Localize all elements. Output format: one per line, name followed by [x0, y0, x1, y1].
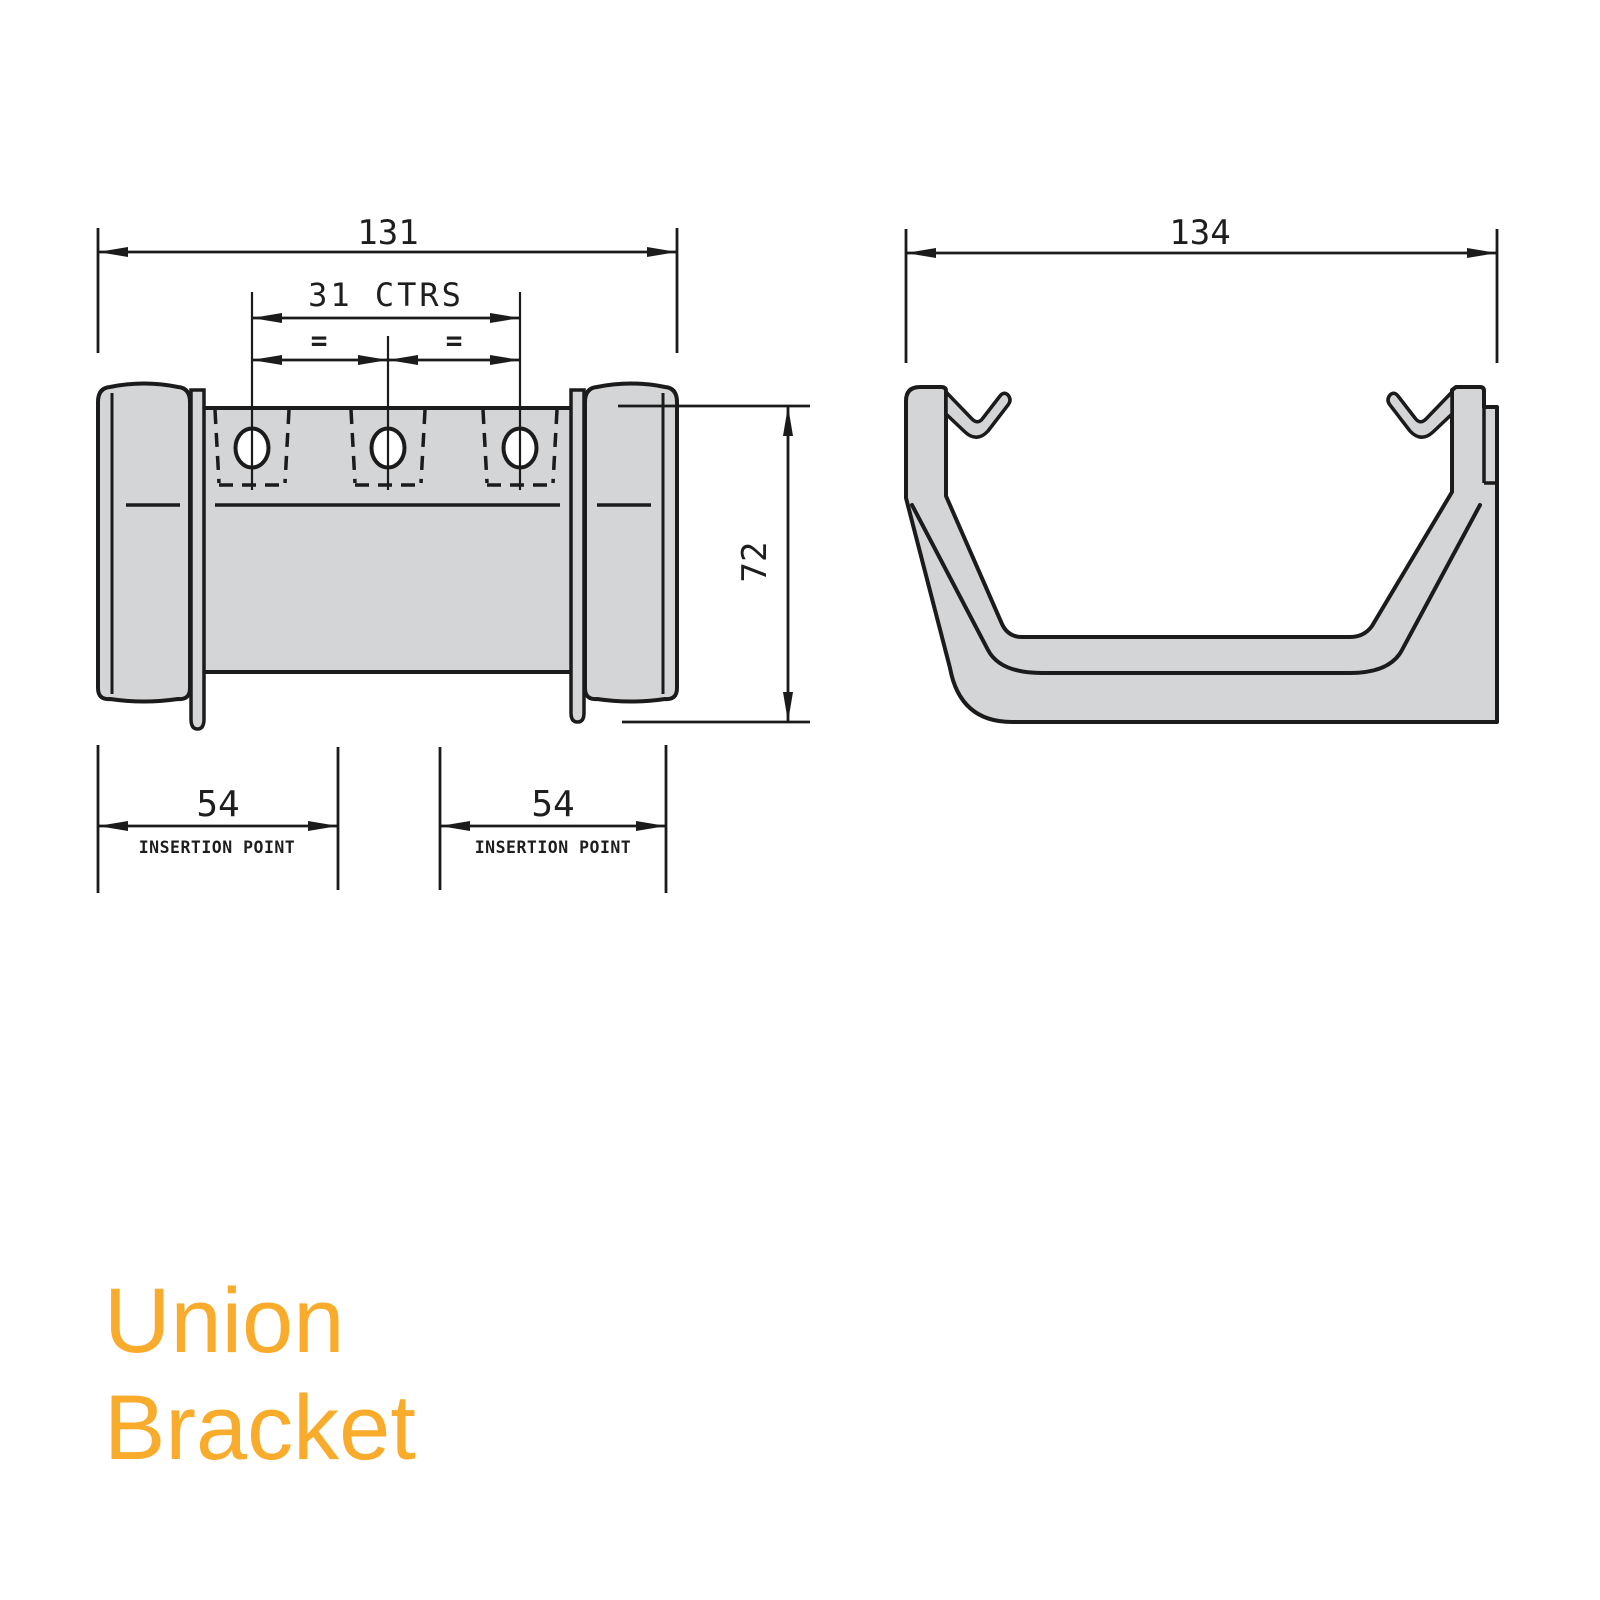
arrow-left — [98, 821, 128, 831]
dim-section-width-label: 134 — [1169, 213, 1230, 253]
equal-symbol-left: = — [311, 324, 328, 357]
arrow-right — [490, 313, 520, 323]
dim-insertion-right: 54 INSERTION POINT — [438, 745, 668, 893]
gutter-section-silhouette — [904, 385, 1499, 724]
section-view: 134 — [904, 213, 1499, 724]
dim-insertion-left-label: 54 — [196, 784, 239, 825]
hole-centrelines — [250, 292, 522, 490]
right-retaining-clip — [1386, 390, 1454, 439]
right-socket-cap — [583, 381, 679, 704]
arrow-left — [440, 821, 470, 831]
arrow-right — [636, 821, 666, 831]
dim-overall-width: 131 — [96, 213, 679, 353]
insertion-point-right-label: INSERTION POINT — [475, 838, 632, 857]
arrow-left — [98, 247, 128, 257]
dim-hole-centres: 31 CTRS — [252, 276, 520, 323]
product-title-line2: Bracket — [104, 1377, 416, 1479]
arrow-right — [490, 355, 520, 365]
insertion-point-left-label: INSERTION POINT — [139, 838, 296, 857]
arrow-centre-left — [388, 355, 418, 365]
arrow-down — [783, 692, 793, 722]
front-view: 131 31 CTRS = = 72 — [96, 213, 810, 893]
product-title: Union Bracket — [104, 1268, 416, 1482]
equal-symbol-right: = — [446, 324, 463, 357]
arrow-right — [1467, 248, 1497, 258]
right-gutter-edge-pin — [569, 388, 586, 724]
arrow-left — [252, 355, 282, 365]
dim-equal-split: = = — [252, 324, 520, 365]
dim-insertion-left: 54 INSERTION POINT — [96, 745, 340, 893]
arrow-right — [647, 247, 677, 257]
arrow-left — [906, 248, 936, 258]
dim-overall-width-label: 131 — [357, 213, 418, 253]
product-title-line1: Union — [104, 1270, 345, 1372]
dim-height-label: 72 — [735, 542, 775, 583]
gutter-outer-contour — [910, 503, 1482, 675]
dim-hole-centres-label: 31 CTRS — [308, 276, 464, 314]
arrow-centre-right — [358, 355, 388, 365]
arrow-left — [252, 313, 282, 323]
dim-insertion-right-label: 54 — [531, 784, 574, 825]
left-gutter-edge-pin — [189, 388, 206, 731]
arrow-right — [308, 821, 338, 831]
dim-height: 72 — [618, 404, 810, 724]
left-retaining-clip — [944, 390, 1012, 439]
arrow-up — [783, 406, 793, 436]
dim-section-width: 134 — [904, 213, 1499, 363]
